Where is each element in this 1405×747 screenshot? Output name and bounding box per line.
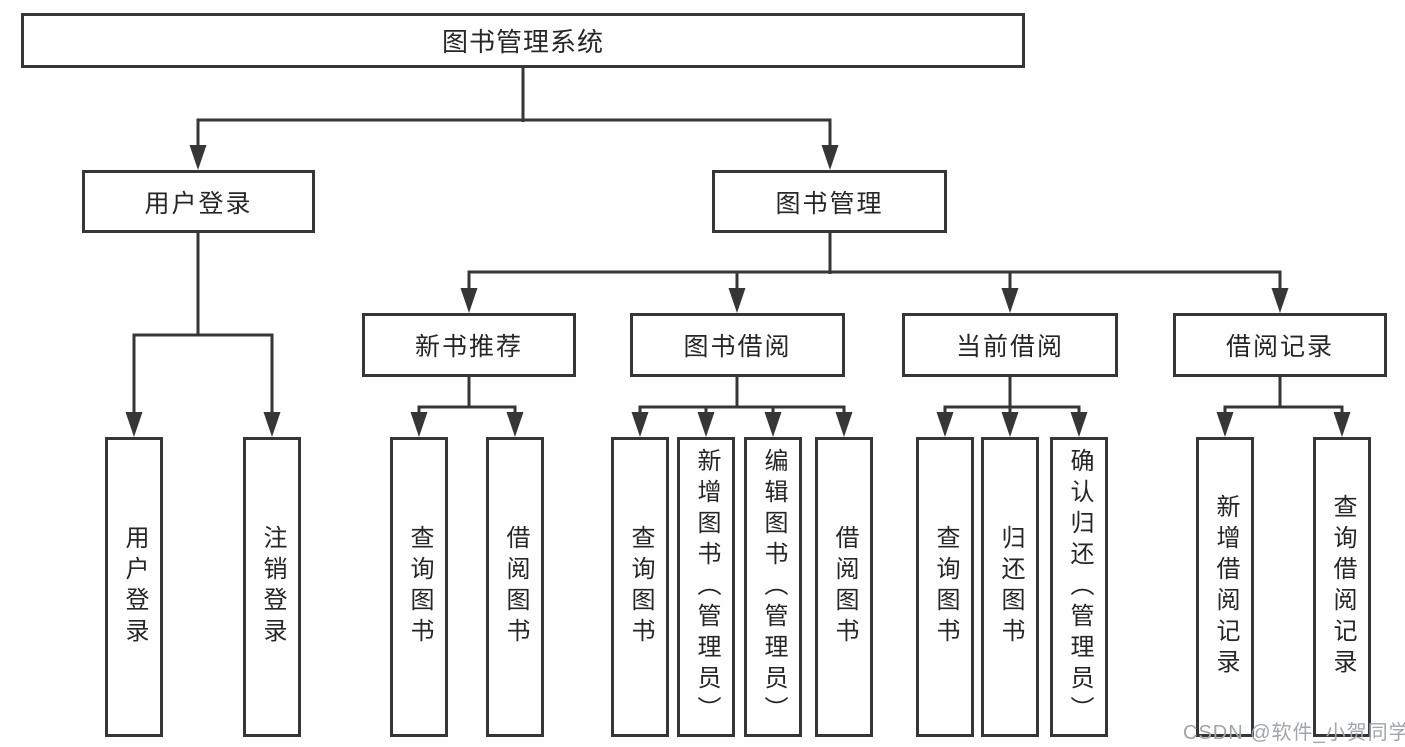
leaf-newbooks-query-label: 查询图书	[406, 525, 433, 649]
leaf-borrowing-borrow: 借阅图书	[815, 437, 873, 737]
node-root: 图书管理系统	[21, 13, 1025, 68]
leaf-user-login: 用户登录	[105, 437, 163, 737]
edge-level3-bar	[467, 270, 1282, 289]
leaf-borrowing-edit-admin-label: 编辑图书（管理员）	[760, 447, 787, 727]
leaf-newbooks-borrow-label: 借阅图书	[502, 525, 529, 649]
arrowhead	[835, 412, 853, 437]
arrowhead	[1001, 412, 1019, 437]
node-borrowing-records: 借阅记录	[1173, 313, 1387, 377]
node-book-borrowing-label: 图书借阅	[683, 333, 792, 361]
arrowhead	[936, 412, 954, 437]
node-current-borrowing-label: 当前借阅	[955, 333, 1064, 361]
arrowhead	[189, 145, 207, 170]
leaf-borrowing-add-admin-label: 新增图书（管理员）	[693, 447, 720, 727]
leaf-current-return-label: 归还图书	[997, 525, 1024, 649]
arrowhead	[1333, 412, 1351, 437]
node-root-label: 图书管理系统	[441, 27, 604, 57]
node-user-login-label: 用户登录	[144, 189, 253, 218]
leaf-records-add-label: 新增借阅记录	[1212, 494, 1239, 680]
leaf-current-confirm-admin: 确认归还（管理员）	[1050, 437, 1108, 737]
leaf-user-login-label: 用户登录	[121, 525, 148, 649]
arrowhead	[728, 288, 746, 313]
node-new-book-recommend-label: 新书推荐	[414, 333, 523, 361]
arrowhead	[125, 412, 143, 437]
arrowhead	[1216, 412, 1234, 437]
leaf-borrowing-add-admin: 新增图书（管理员）	[677, 437, 735, 737]
arrowhead	[697, 412, 715, 437]
node-user-login: 用户登录	[82, 170, 315, 233]
edge-level2-bar	[196, 118, 832, 146]
arrowhead	[631, 412, 649, 437]
leaf-records-query: 查询借阅记录	[1313, 437, 1371, 737]
node-book-management-label: 图书管理	[775, 189, 884, 218]
edge-records-bar	[1223, 405, 1344, 413]
connector-arrowheads	[125, 145, 1351, 437]
watermark: CSDN @软件_小贺同学	[1183, 722, 1405, 744]
leaf-borrowing-query-label: 查询图书	[627, 525, 654, 649]
arrowhead	[1001, 288, 1019, 313]
arrowhead	[410, 412, 428, 437]
leaf-current-query-label: 查询图书	[932, 525, 959, 649]
edge-newbooks-bar	[417, 405, 517, 413]
arrowhead	[1271, 288, 1289, 313]
arrowhead	[1070, 412, 1088, 437]
arrowhead	[506, 412, 524, 437]
leaf-records-query-label: 查询借阅记录	[1329, 494, 1356, 680]
edge-userlogin-bar	[132, 333, 274, 413]
leaf-newbooks-query: 查询图书	[390, 437, 448, 737]
leaf-logout-label: 注销登录	[259, 525, 286, 649]
edge-borrowing-bar	[638, 405, 846, 413]
leaf-logout: 注销登录	[243, 437, 301, 737]
leaf-newbooks-borrow: 借阅图书	[486, 437, 544, 737]
connector-edges	[132, 66, 1344, 413]
node-new-book-recommend: 新书推荐	[362, 313, 576, 377]
node-current-borrowing: 当前借阅	[902, 313, 1118, 377]
leaf-borrowing-edit-admin: 编辑图书（管理员）	[744, 437, 802, 737]
node-book-borrowing: 图书借阅	[630, 313, 845, 377]
node-borrowing-records-label: 借阅记录	[1225, 333, 1334, 361]
leaf-current-confirm-admin-label: 确认归还（管理员）	[1066, 447, 1093, 727]
leaf-records-add: 新增借阅记录	[1196, 437, 1254, 737]
arrowhead	[821, 145, 839, 170]
leaf-current-return: 归还图书	[981, 437, 1039, 737]
edge-current-bar	[943, 405, 1081, 413]
leaf-current-query: 查询图书	[916, 437, 974, 737]
leaf-borrowing-borrow-label: 借阅图书	[831, 525, 858, 649]
arrowhead	[460, 288, 478, 313]
leaf-borrowing-query: 查询图书	[611, 437, 669, 737]
arrowhead	[263, 412, 281, 437]
node-book-management: 图书管理	[712, 170, 947, 233]
arrowhead	[764, 412, 782, 437]
